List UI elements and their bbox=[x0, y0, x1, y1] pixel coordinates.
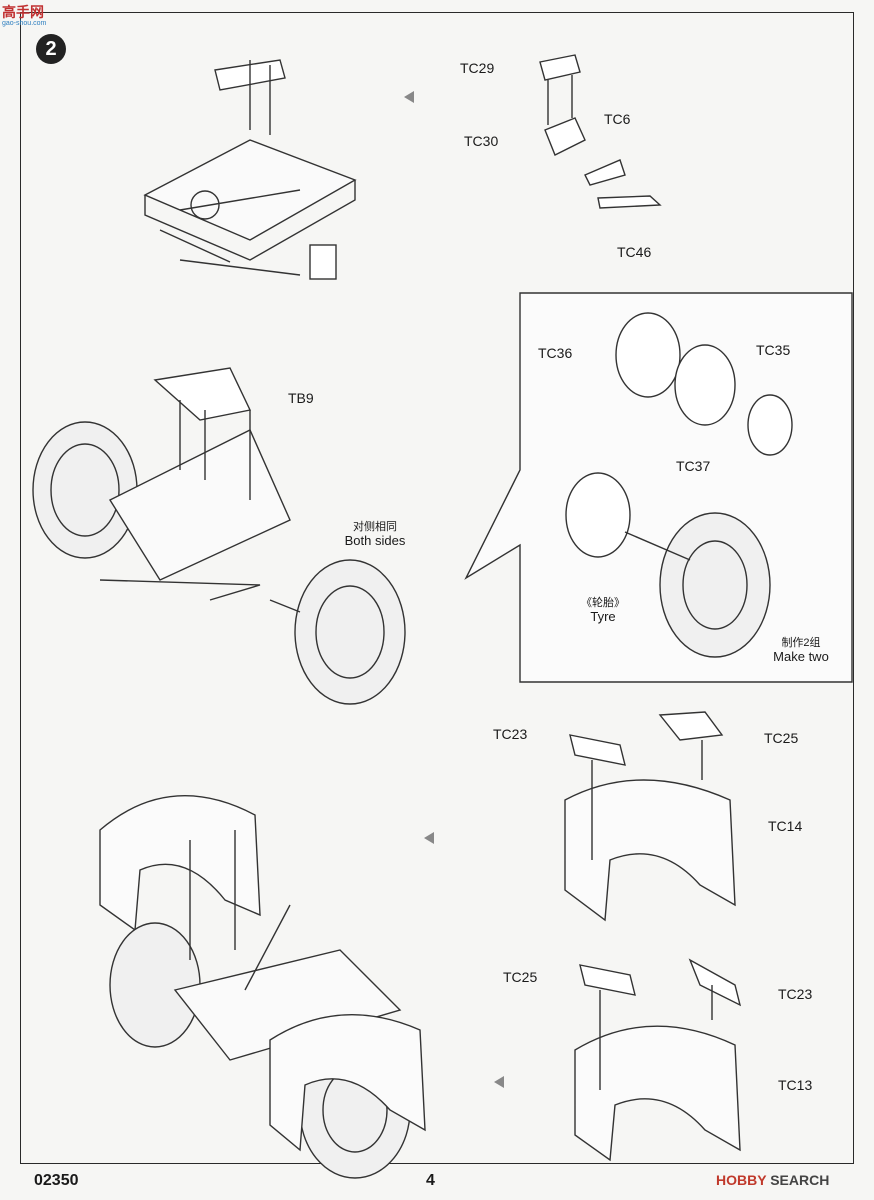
part-label-tc6: TC6 bbox=[604, 111, 631, 127]
note-tyre: 《轮胎》 Tyre bbox=[568, 596, 638, 625]
note-tyre-en: Tyre bbox=[590, 609, 616, 624]
flow-arrow bbox=[404, 91, 414, 103]
part-label-tc37: TC37 bbox=[676, 458, 711, 474]
part-label-tc23-upper: TC23 bbox=[493, 726, 528, 742]
brand-prefix: HOBBY bbox=[716, 1172, 767, 1188]
watermark-logo: 高手网 gao-shou.com bbox=[2, 2, 46, 27]
assembled-chassis-illustration bbox=[99, 795, 426, 1179]
part-label-tb9: TB9 bbox=[288, 390, 314, 406]
part-label-tc36: TC36 bbox=[538, 345, 573, 361]
page-number: 4 bbox=[426, 1172, 435, 1189]
note-tyre-cn: 《轮胎》 bbox=[581, 597, 625, 609]
note-make-two-en: Make two bbox=[773, 649, 829, 664]
note-both-sides-cn: 对侧相同 bbox=[353, 521, 397, 533]
chassis-with-wheels-illustration bbox=[32, 367, 406, 705]
note-both-sides: 对侧相同 Both sides bbox=[330, 520, 420, 549]
fender-tc13-illustration bbox=[574, 958, 742, 1162]
flow-arrow bbox=[424, 832, 434, 844]
part-label-tc29: TC29 bbox=[460, 60, 495, 76]
wheel-detail-box bbox=[464, 292, 853, 683]
watermark-url: gao-shou.com bbox=[2, 20, 47, 27]
part-label-tc25-lower: TC25 bbox=[503, 969, 538, 985]
step-number-badge: 2 bbox=[36, 34, 66, 64]
watermark-title: 高手网 bbox=[2, 4, 44, 20]
flow-arrow bbox=[494, 1076, 504, 1088]
part-label-tc25-upper: TC25 bbox=[764, 730, 799, 746]
fender-tc14-illustration bbox=[564, 711, 736, 922]
page-frame bbox=[20, 12, 854, 1164]
note-both-sides-en: Both sides bbox=[344, 533, 406, 548]
part-label-tc13: TC13 bbox=[778, 1077, 813, 1093]
note-make-two-cn: 制作2组 bbox=[781, 637, 821, 649]
chassis-top-illustration bbox=[143, 59, 357, 280]
part-label-tc35: TC35 bbox=[756, 342, 791, 358]
note-make-two: 制作2组 Make two bbox=[764, 636, 838, 665]
seat-parts-illustration bbox=[539, 54, 662, 209]
brand-watermark: HOBBY SEARCH bbox=[716, 1172, 829, 1188]
part-label-tc23-lower: TC23 bbox=[778, 986, 813, 1002]
part-label-tc46: TC46 bbox=[617, 244, 652, 260]
part-label-tc30: TC30 bbox=[464, 133, 499, 149]
brand-suffix: SEARCH bbox=[766, 1172, 830, 1188]
product-code: 02350 bbox=[34, 1172, 79, 1189]
part-label-tc14: TC14 bbox=[768, 818, 803, 834]
